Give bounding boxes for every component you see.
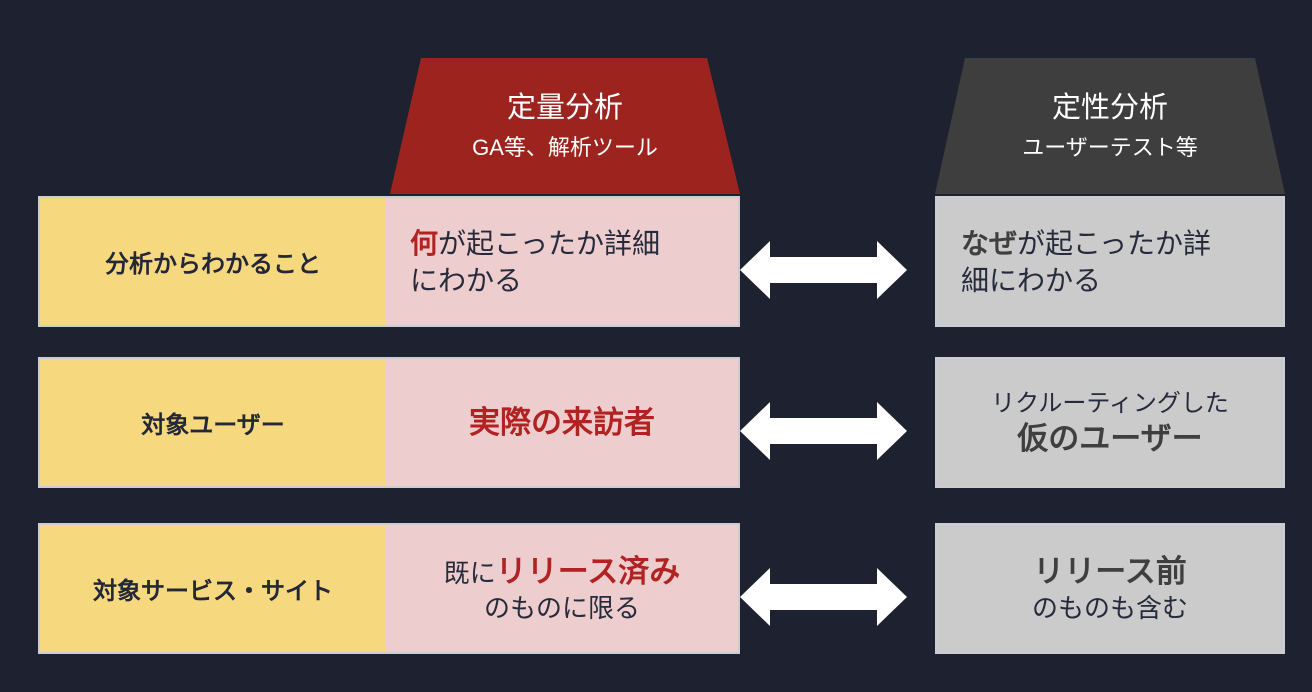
row-insights-quant-line1: 何が起こったか詳細: [386, 225, 738, 262]
row-users-quant-em: 実際の来訪者: [469, 404, 655, 440]
row-insights-quant-em: 何: [410, 227, 439, 259]
row-services-quant-pre: 既に: [443, 557, 496, 588]
quantitative-header: 定量分析 GA等、解析ツール: [390, 58, 740, 194]
row-insights-qual-line1: なぜが起こったか詳: [937, 225, 1283, 262]
row-services-left-block: 対象サービス・サイト 既にリリース済み のものに限る: [38, 523, 740, 654]
row-services-label: 対象サービス・サイト: [40, 525, 386, 652]
row-users-quant-cell: 実際の来訪者: [386, 359, 738, 486]
row-insights-left-block: 分析からわかること 何が起こったか詳細 にわかる: [38, 196, 740, 327]
row-insights-qual-rest1: が起こったか詳: [1017, 227, 1212, 259]
row-insights-qual-cell: なぜが起こったか詳 細にわかる: [935, 196, 1285, 327]
row-insights-qual-line2: 細にわかる: [961, 264, 1102, 296]
row-insights-quant-cell: 何が起こったか詳細 にわかる: [386, 198, 738, 325]
row-users-qual-line2: 仮のユーザー: [937, 420, 1283, 458]
row-services-quant-em: リリース済み: [495, 553, 681, 589]
row-insights-quant-line2: にわかる: [410, 264, 523, 296]
quantitative-subtitle: GA等、解析ツール: [472, 134, 658, 160]
qualitative-subtitle: ユーザーテスト等: [1022, 134, 1198, 160]
row-services-qual-line1: リリース前: [937, 553, 1283, 591]
row-insights-label: 分析からわかること: [40, 198, 386, 325]
row-insights-quant-rest1: が起こったか詳細: [438, 227, 661, 259]
row-services-quant-line1: 既にリリース済み: [386, 553, 738, 591]
row-services-quant-cell: 既にリリース済み のものに限る: [386, 525, 738, 652]
row-insights-qual-em: なぜ: [961, 227, 1018, 259]
row-services-qual-em: リリース前: [1033, 553, 1187, 589]
double-arrow-icon: [740, 402, 907, 460]
row-users-left-block: 対象ユーザー 実際の来訪者: [38, 357, 740, 488]
qualitative-header: 定性分析 ユーザーテスト等: [935, 58, 1285, 194]
row-users-qual-cell: リクルーティングした 仮のユーザー: [935, 357, 1285, 488]
double-arrow-icon: [740, 568, 907, 626]
row-users-qual-line1: リクルーティングした: [991, 389, 1229, 417]
quantitative-title: 定量分析: [506, 91, 623, 124]
row-services-quant-line2: のものに限る: [483, 592, 640, 623]
row-services-qual-line2: のものも含む: [1031, 592, 1188, 623]
row-users-quant-line1: 実際の来訪者: [386, 404, 738, 442]
row-users-label: 対象ユーザー: [40, 359, 386, 486]
double-arrow-icon: [740, 241, 907, 299]
qualitative-title: 定性分析: [1051, 91, 1168, 124]
row-services-qual-cell: リリース前 のものも含む: [935, 523, 1285, 654]
row-users-qual-em: 仮のユーザー: [1017, 420, 1203, 456]
